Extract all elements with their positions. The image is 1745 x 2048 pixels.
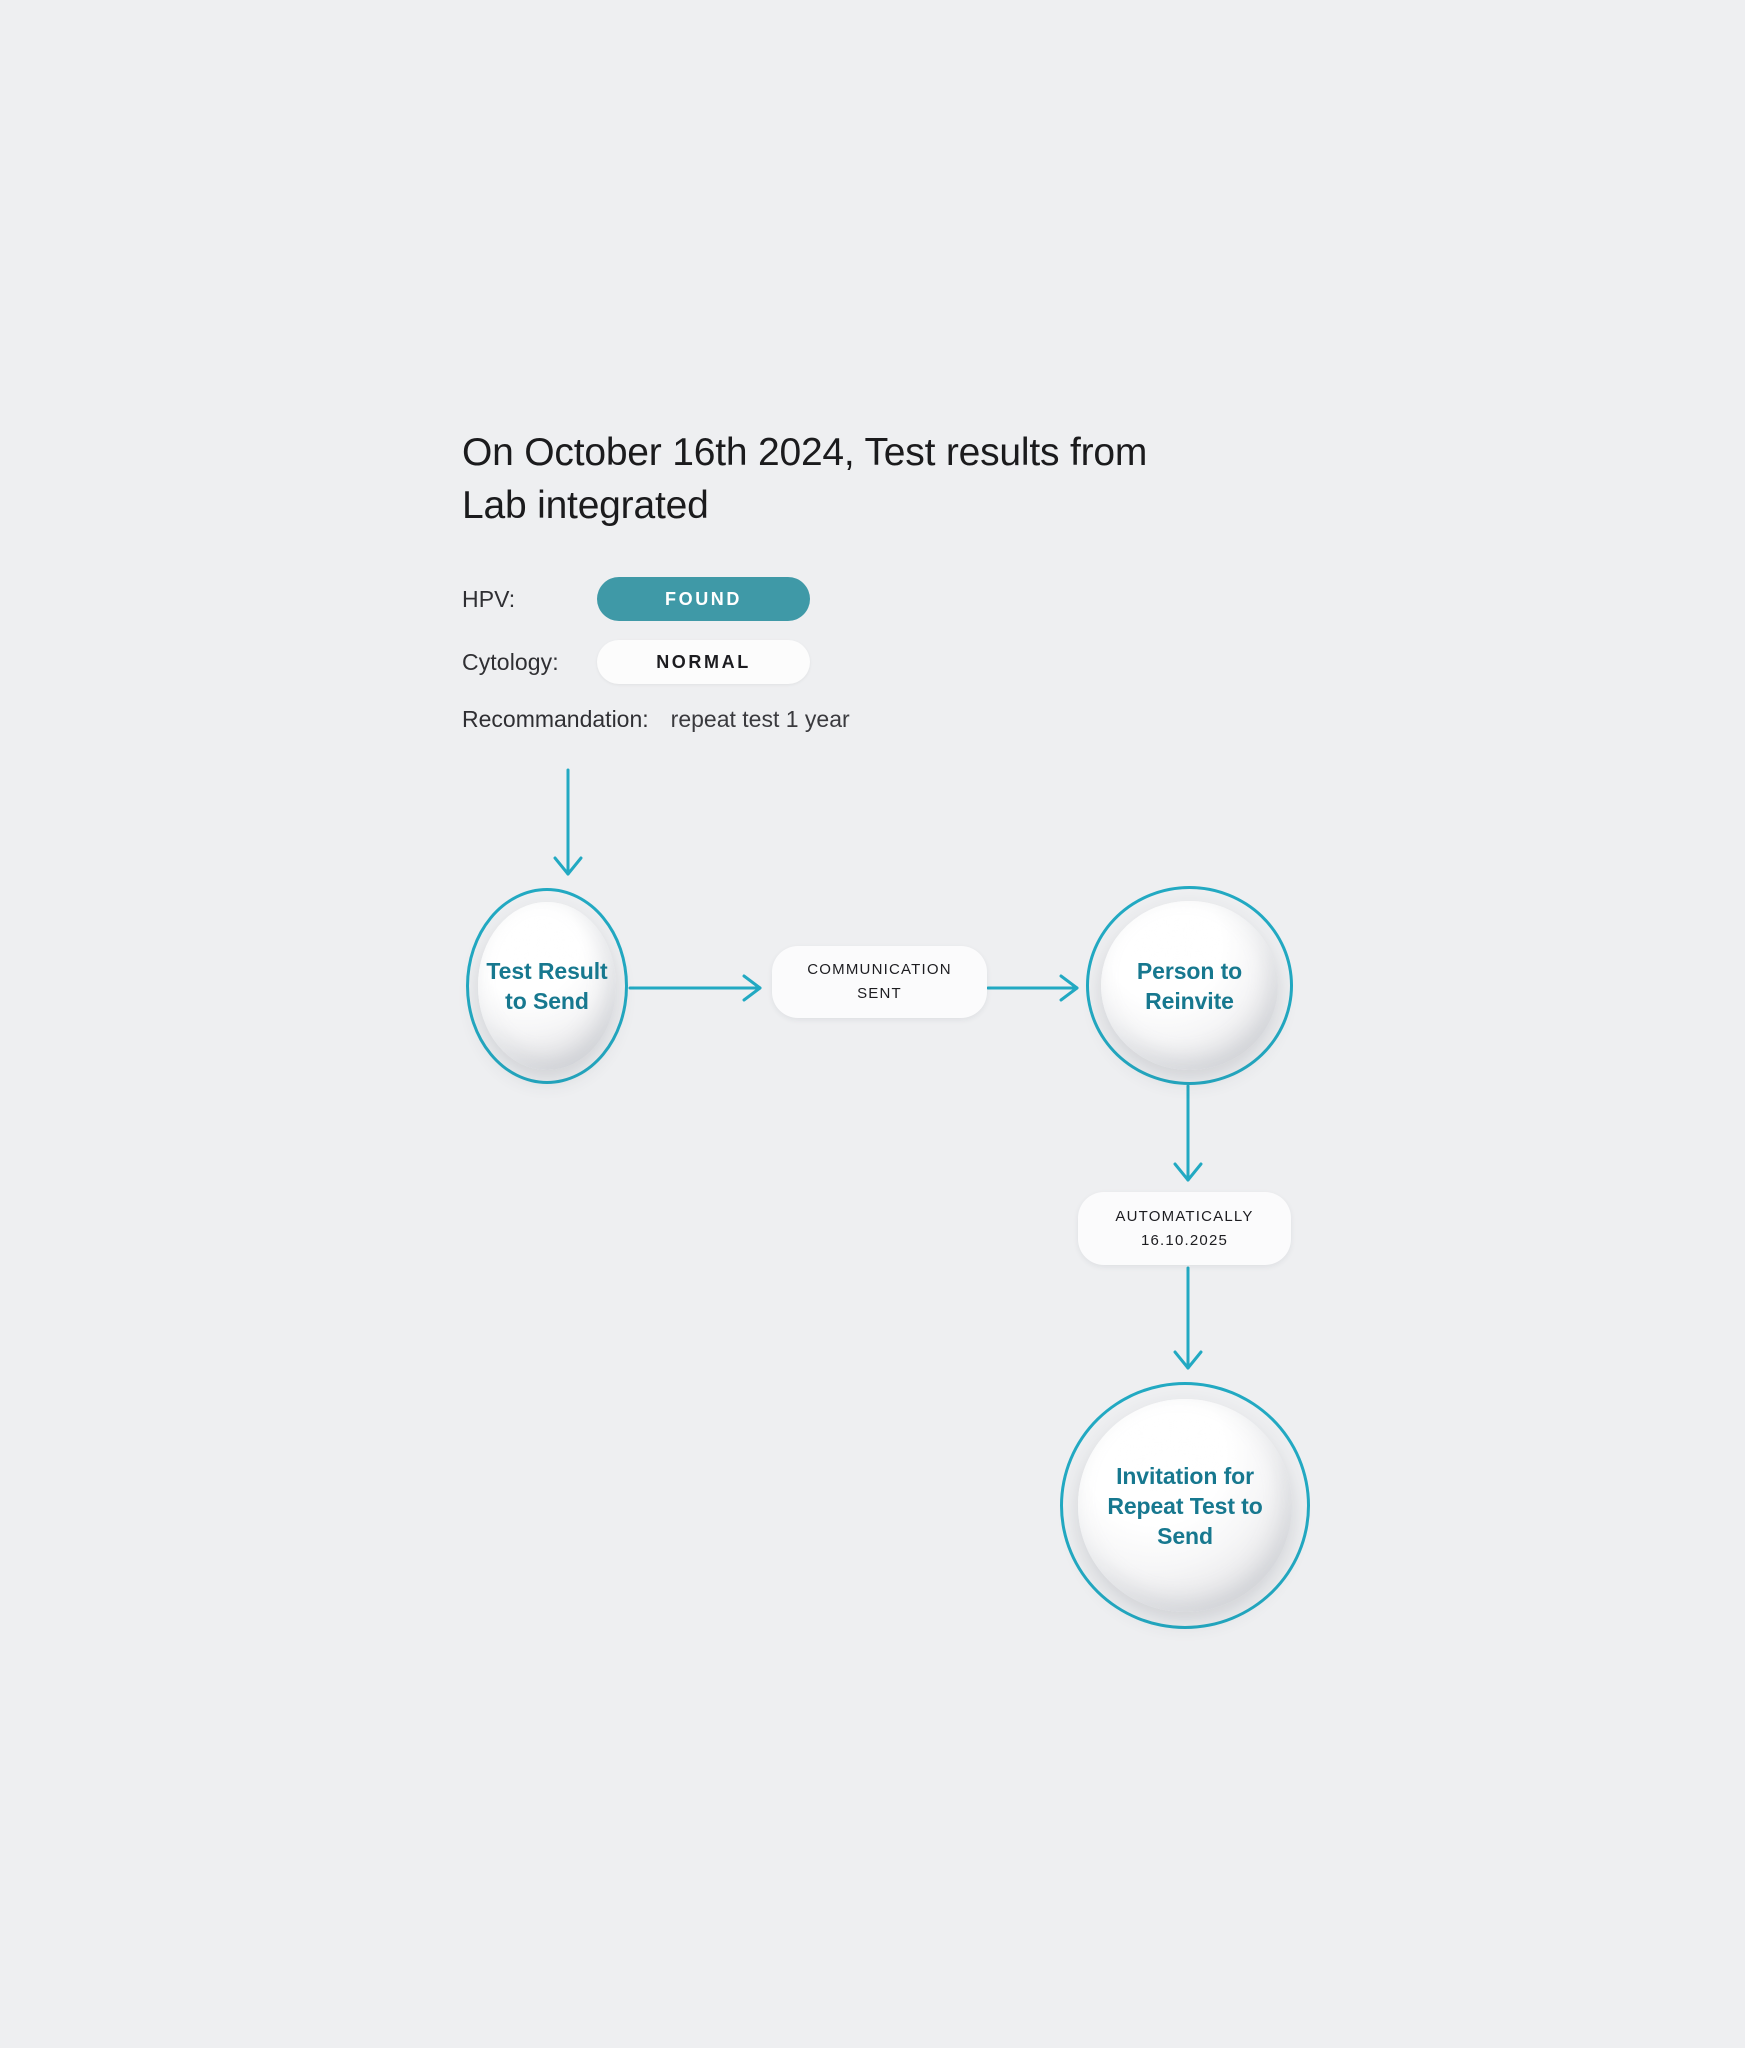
arrow-communication-to-person <box>986 974 1079 1002</box>
flow-node-test-result-to-send[interactable]: Test Result to Send <box>466 888 628 1084</box>
page-title: On October 16th 2024, Test results from … <box>462 431 1148 527</box>
sphere-graphic <box>1077 1399 1293 1612</box>
edge-label-automatically: AUTOMATICALLY 16.10.2025 <box>1078 1192 1291 1265</box>
flow-node-person-to-reinvite[interactable]: Person to Reinvite <box>1086 886 1293 1085</box>
flow-node-label: Invitation for Repeat Test to Send <box>1107 1462 1263 1549</box>
recommendation-value: repeat test 1 year <box>670 706 850 732</box>
cytology-label: Cytology: <box>462 648 559 675</box>
header-block: On October 16th 2024, Test results from … <box>462 426 1282 532</box>
arrow-into-test-result <box>553 768 583 876</box>
sphere-graphic <box>478 902 616 1070</box>
edge-label-communication-sent: COMMUNICATION SENT <box>772 946 987 1018</box>
flow-node-label: Test Result to Send <box>486 958 608 1014</box>
flow-node-label: Person to Reinvite <box>1136 957 1243 1014</box>
results-block: HPV: FOUND Cytology: NORMAL Recommandati… <box>462 575 850 733</box>
recommendation-label: Recommandation: <box>462 706 649 732</box>
hpv-status-badge: FOUND <box>597 577 810 621</box>
arrow-person-to-automatically <box>1173 1084 1203 1182</box>
sphere-graphic <box>1101 900 1278 1071</box>
arrow-automatically-to-invitation <box>1173 1266 1203 1370</box>
flow-node-invitation-for-repeat-test-to-send[interactable]: Invitation for Repeat Test to Send <box>1060 1382 1310 1629</box>
recommendation-row: Recommandation: repeat test 1 year <box>462 706 850 733</box>
result-row-hpv: HPV: FOUND <box>462 575 850 623</box>
result-row-cytology: Cytology: NORMAL <box>462 638 850 686</box>
cytology-status-badge: NORMAL <box>597 640 810 684</box>
arrow-test-result-to-communication <box>628 974 762 1002</box>
hpv-label: HPV: <box>462 585 516 612</box>
